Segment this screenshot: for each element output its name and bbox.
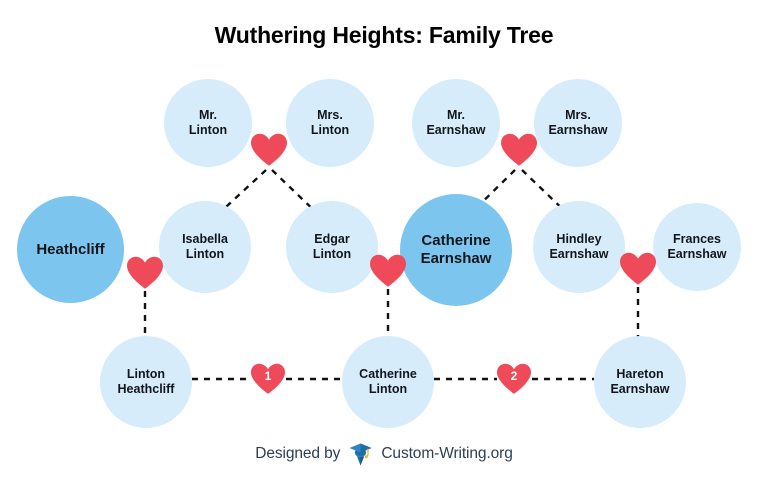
marriage-heart-linton-parents[interactable] xyxy=(251,132,287,168)
node-catherine-earnshaw[interactable]: Catherine Earnshaw xyxy=(400,194,512,306)
graduation-cap-pen-icon xyxy=(349,443,372,466)
marriage-heart-earnshaw-parents[interactable] xyxy=(501,132,537,168)
heart-icon xyxy=(127,256,163,289)
heart-icon xyxy=(497,363,531,394)
node-hareton-earnshaw[interactable]: Hareton Earnshaw xyxy=(594,336,686,428)
node-frances-earnshaw[interactable]: Frances Earnshaw xyxy=(653,203,741,291)
node-label: Heathcliff xyxy=(36,240,105,258)
heart-icon xyxy=(501,133,537,166)
footer-credit: Designed by Custom-Writing.org xyxy=(0,441,768,466)
node-linton-heathcliff[interactable]: Linton Heathcliff xyxy=(100,336,192,428)
node-mr-earnshaw[interactable]: Mr. Earnshaw xyxy=(412,79,500,167)
node-isabella-linton[interactable]: Isabella Linton xyxy=(159,201,251,293)
node-label: Catherine Earnshaw xyxy=(420,232,492,267)
marriage-heart-edgar-catherine[interactable] xyxy=(370,253,406,289)
marriage-heart-hindley-frances[interactable] xyxy=(620,251,656,287)
heart-icon xyxy=(370,254,406,287)
node-mr-linton[interactable]: Mr. Linton xyxy=(164,79,252,167)
heart-icon xyxy=(251,133,287,166)
heart-icon xyxy=(251,363,285,394)
marriage-heart-heathcliff-isabella[interactable] xyxy=(127,255,163,291)
node-label: Isabella Linton xyxy=(182,232,228,261)
node-label: Mr. Linton xyxy=(188,108,228,137)
node-hindley-earnshaw[interactable]: Hindley Earnshaw xyxy=(533,201,625,293)
node-catherine-linton[interactable]: Catherine Linton xyxy=(342,336,434,428)
node-label: Mrs. Earnshaw xyxy=(548,108,608,137)
node-mrs-linton[interactable]: Mrs. Linton xyxy=(286,79,374,167)
node-edgar-linton[interactable]: Edgar Linton xyxy=(286,201,378,293)
node-label: Mr. Earnshaw xyxy=(426,108,486,137)
marriage-heart-one[interactable]: 1 xyxy=(251,362,285,396)
node-label: Mrs. Linton xyxy=(310,108,350,137)
node-label: Frances Earnshaw xyxy=(667,232,727,261)
heart-icon xyxy=(620,252,656,285)
node-label: Linton Heathcliff xyxy=(117,367,175,396)
footer-prefix: Designed by xyxy=(255,444,341,462)
node-label: Hareton Earnshaw xyxy=(610,367,670,396)
node-label: Hindley Earnshaw xyxy=(549,232,609,261)
marriage-heart-two[interactable]: 2 xyxy=(497,362,531,396)
footer-brand: Custom-Writing.org xyxy=(381,444,513,462)
page-title: Wuthering Heights: Family Tree xyxy=(214,22,554,48)
node-mrs-earnshaw[interactable]: Mrs. Earnshaw xyxy=(534,79,622,167)
node-label: Edgar Linton xyxy=(312,232,352,261)
node-label: Catherine Linton xyxy=(359,367,417,396)
node-heathcliff[interactable]: Heathcliff xyxy=(17,196,124,303)
